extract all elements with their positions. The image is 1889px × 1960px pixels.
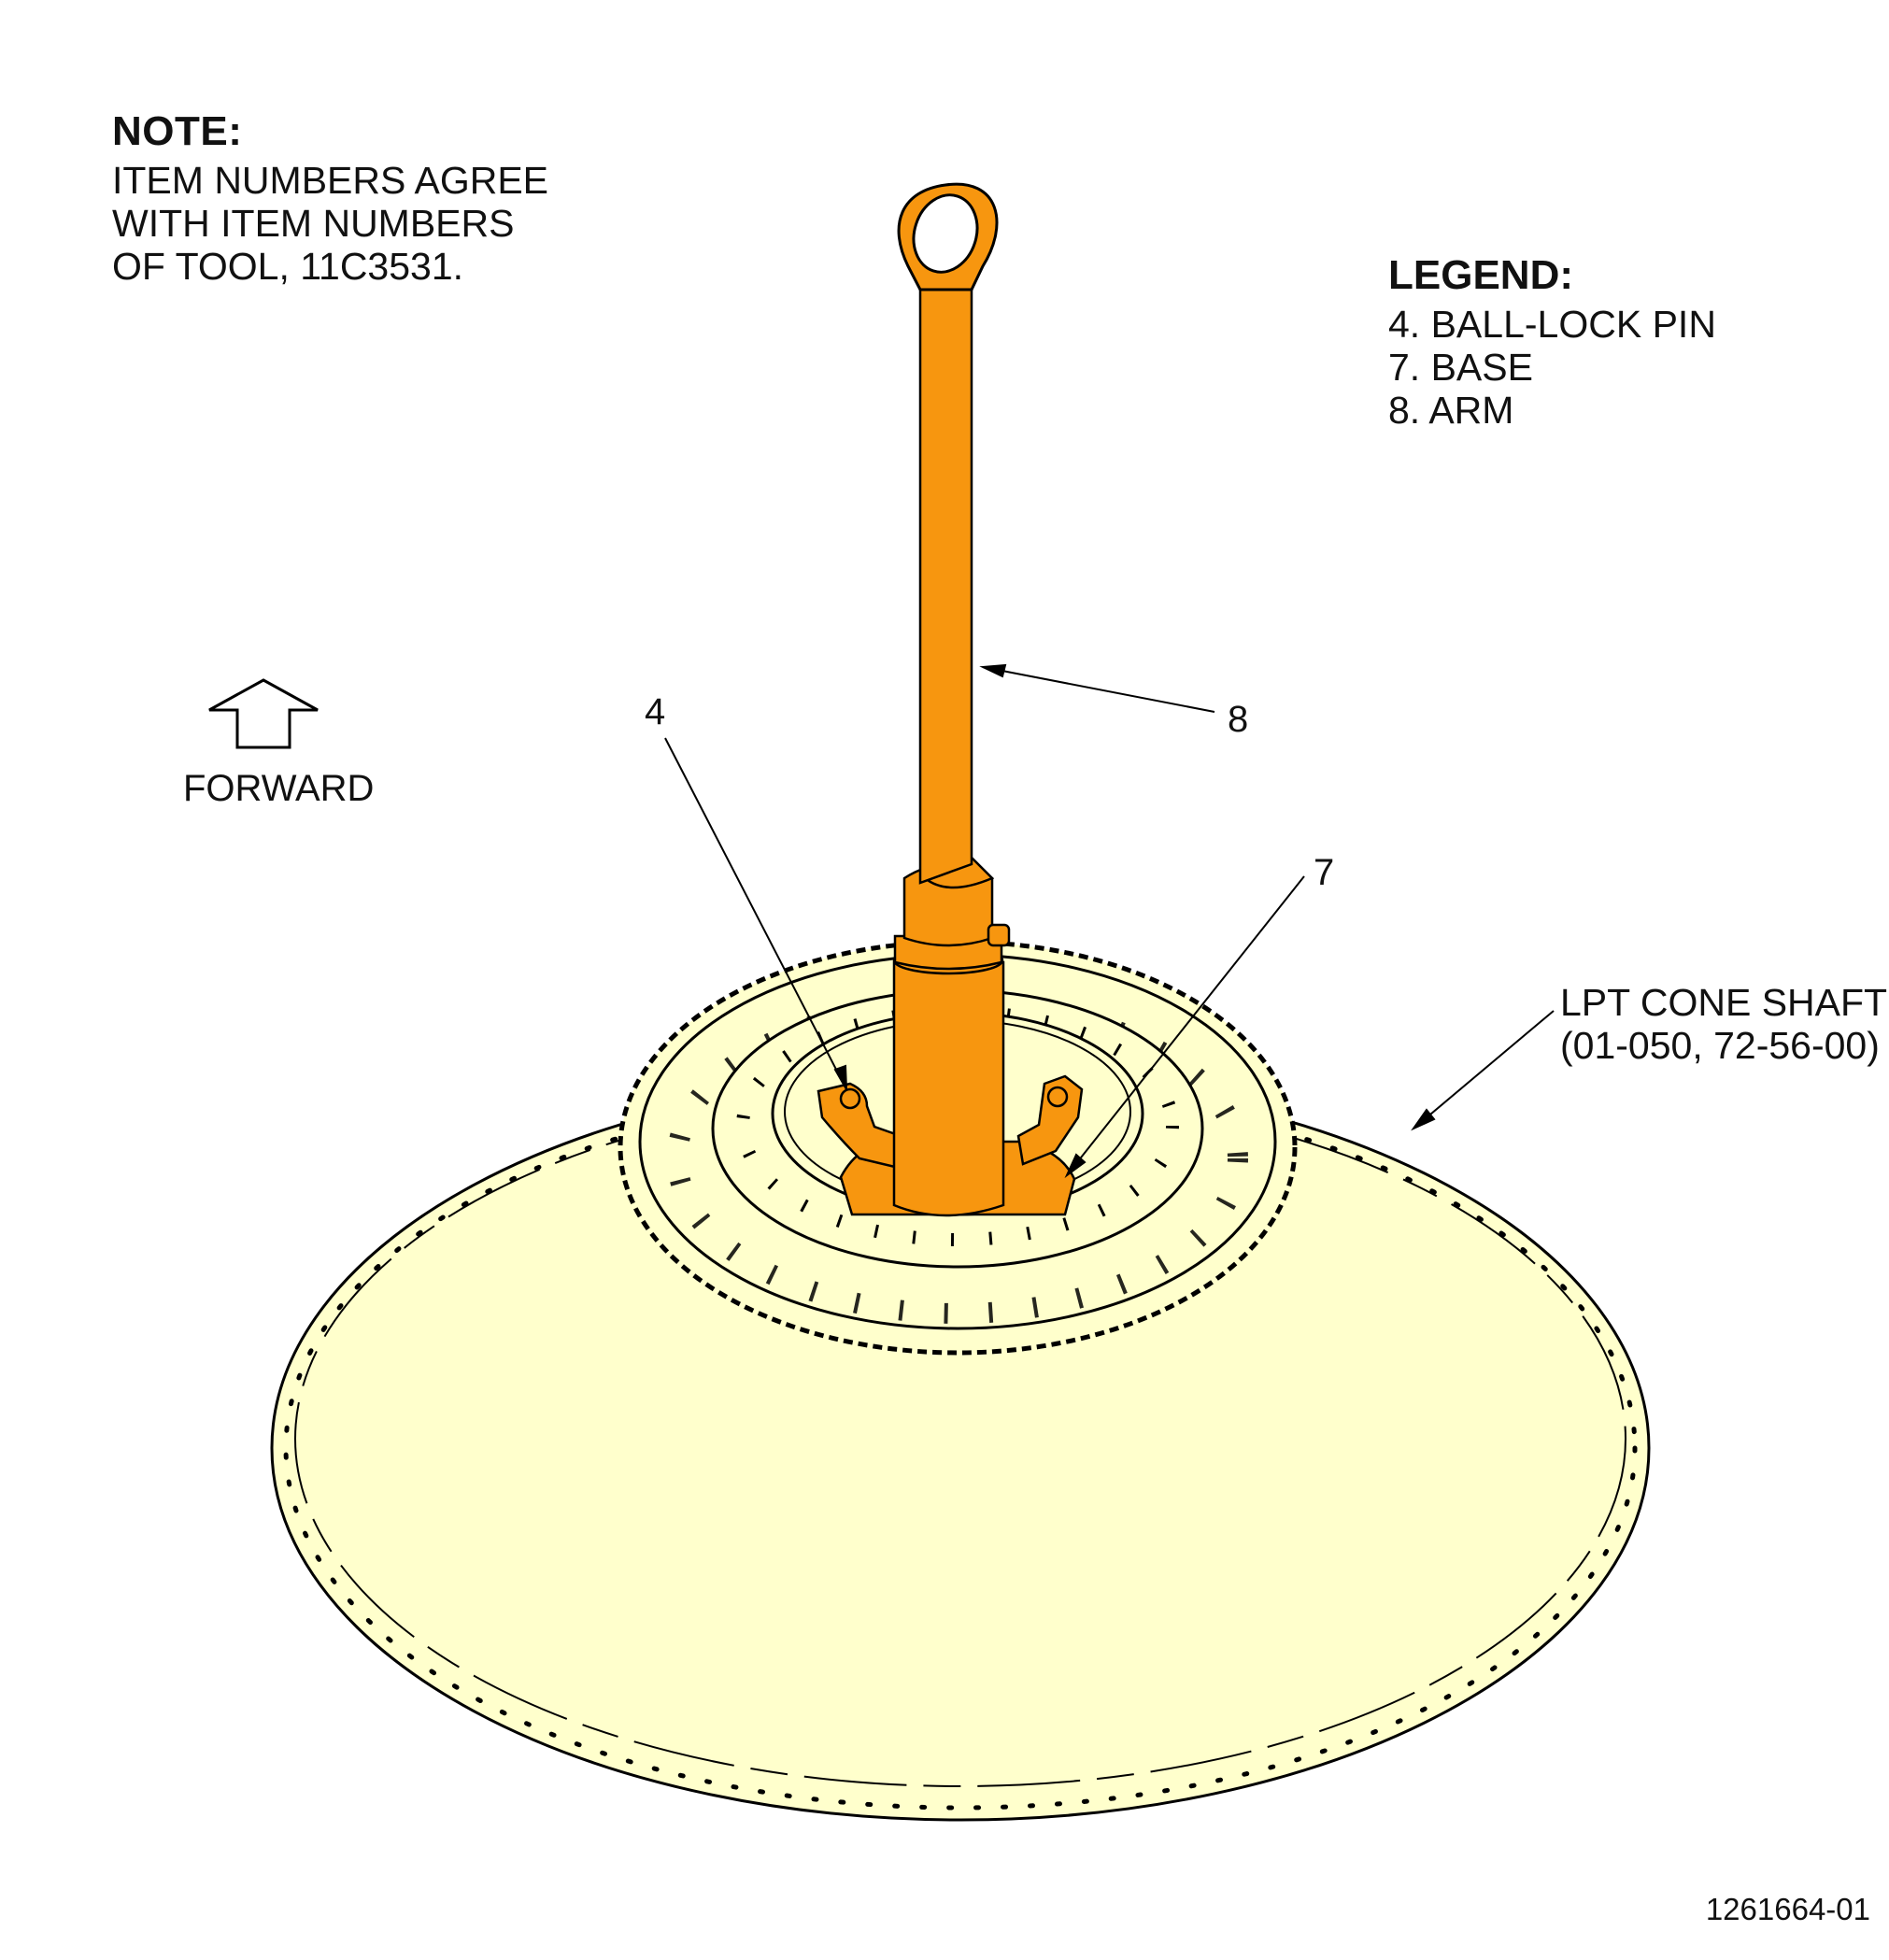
note-line-2: WITH ITEM NUMBERS [112, 202, 515, 245]
legend-item-arm: 8. ARM [1388, 389, 1514, 432]
hub-outer-hole-ring [667, 993, 1248, 1324]
note-line-3: OF TOOL, 11C3531. [112, 245, 464, 288]
arm-housing-cap [922, 856, 995, 889]
arm-collar [893, 934, 1003, 971]
legend-title: LEGEND: [1388, 252, 1573, 298]
leader-item7-arrowhead [1064, 1153, 1087, 1179]
drawing-id: 1261664-01 [1705, 1892, 1870, 1926]
leader-cone [1413, 1010, 1555, 1129]
leader-lines [664, 663, 1555, 1179]
legend-item-base: 7. BASE [1388, 346, 1533, 389]
note-line-1: ITEM NUMBERS AGREE [112, 159, 549, 202]
hub-inner-hole-ring [736, 1005, 1179, 1246]
arm-handle-hole [912, 193, 979, 274]
cone-shaft-label-line-1: LPT CONE SHAFT [1560, 981, 1888, 1024]
leader-item4 [664, 737, 847, 1090]
forward-arrow-icon [208, 678, 319, 749]
leader-item8 [982, 666, 1215, 713]
ball-lock-pin-right [1046, 1086, 1069, 1108]
legend-item-ball-lock-pin: 4. BALL-LOCK PIN [1388, 303, 1716, 346]
note-title: NOTE: [112, 108, 243, 154]
ball-lock-pin-left [839, 1087, 861, 1110]
callout-item-8: 8 [1228, 699, 1249, 740]
forward-label: FORWARD [183, 768, 375, 809]
leader-cone-arrowhead [1411, 1108, 1436, 1131]
leader-item4-arrowhead [833, 1064, 847, 1090]
arm-column [892, 960, 1005, 1217]
callout-item-7: 7 [1314, 852, 1335, 893]
cone-shaft-label-line-2: (01-050, 72-56-00) [1560, 1024, 1880, 1067]
leader-item7 [1066, 875, 1305, 1176]
arm-bar [918, 278, 973, 885]
tool-arm [892, 182, 1011, 1217]
callout-item-4: 4 [645, 691, 666, 732]
arm-side-pin [987, 923, 1011, 947]
leader-item8-arrowhead [979, 663, 1007, 678]
